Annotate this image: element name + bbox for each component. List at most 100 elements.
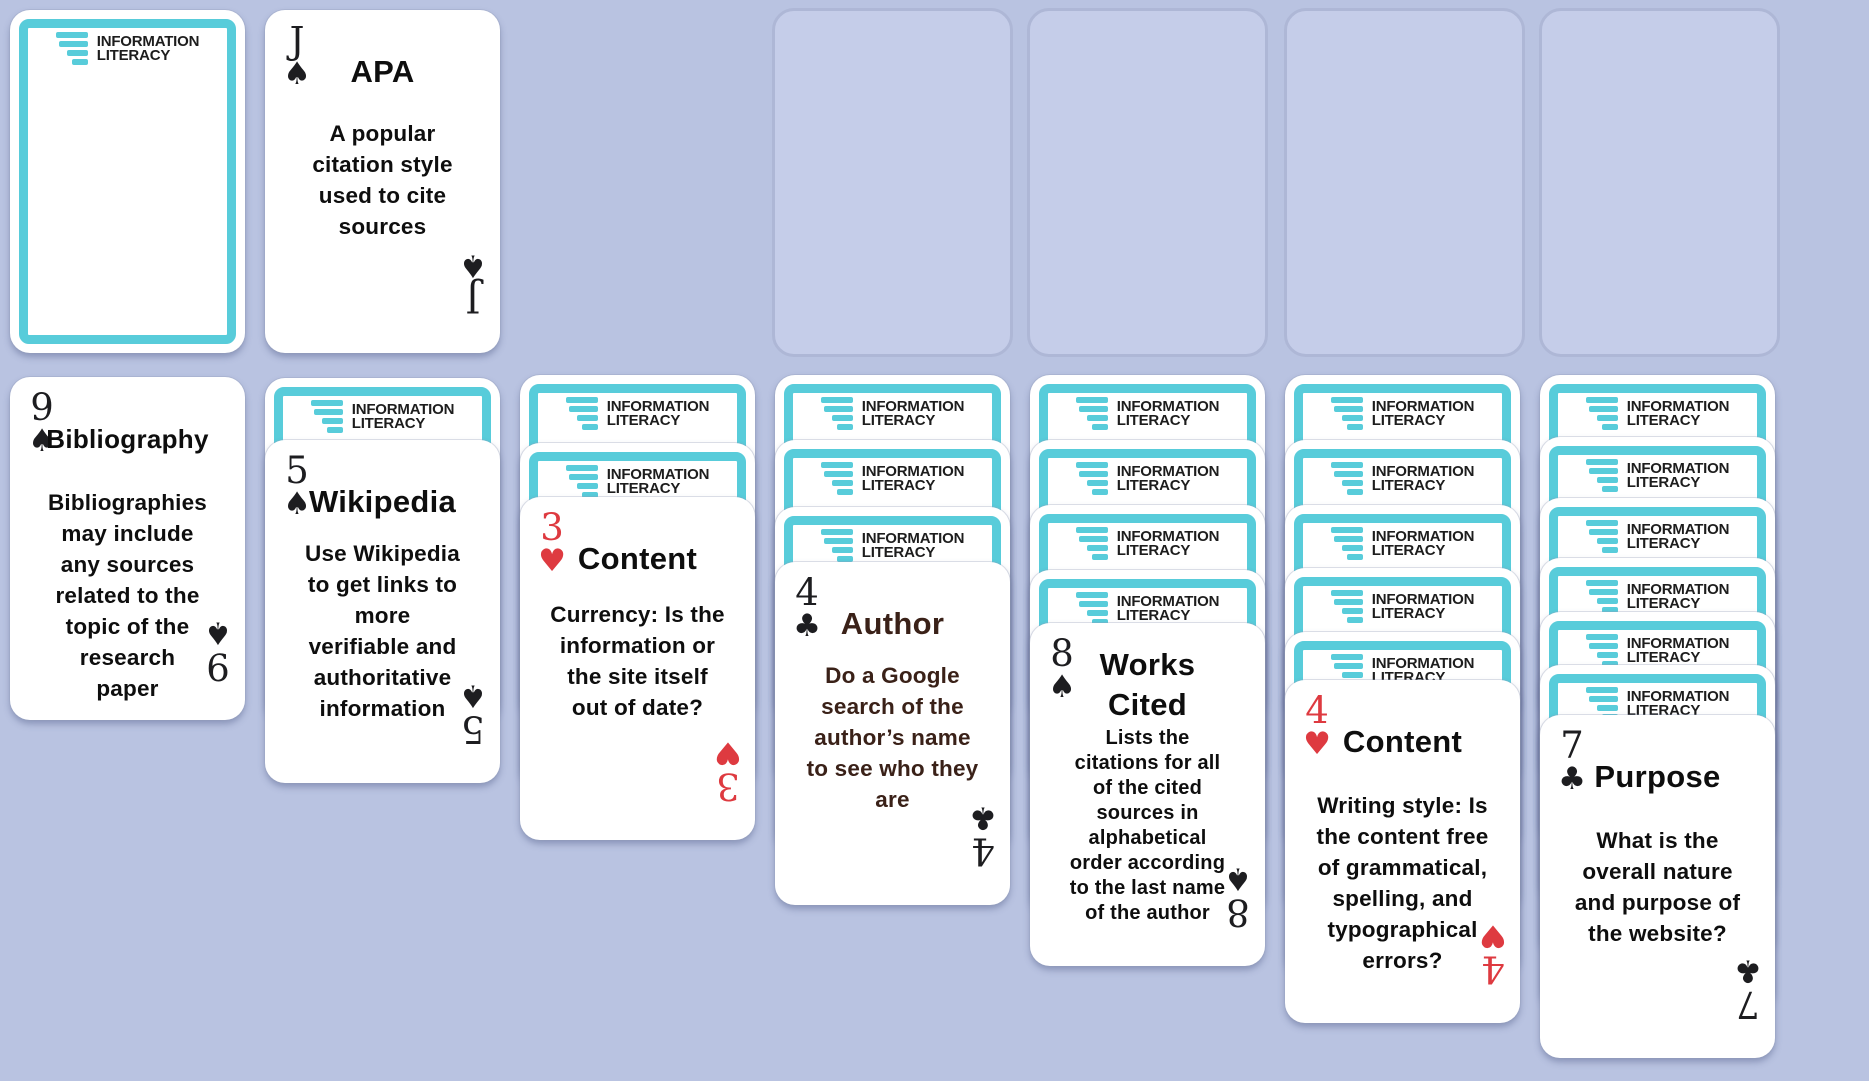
- card-description-line: author’s name: [814, 725, 971, 750]
- logo-bars-icon: [1585, 634, 1618, 667]
- card-description-line: information: [319, 696, 446, 721]
- spade-icon: ♠: [1224, 860, 1252, 896]
- card-title: Author: [781, 604, 1004, 644]
- foundation-slot-4[interactable]: [1539, 8, 1780, 357]
- logo-bar: [1075, 527, 1108, 533]
- heart-icon: ♥: [1303, 726, 1331, 762]
- card-description-line: overall nature: [1582, 859, 1733, 884]
- logo-bar: [1078, 471, 1108, 477]
- card-rank: 3: [540, 506, 564, 549]
- card-description-line: and purpose of: [1574, 890, 1741, 915]
- card-title-line: Purpose: [1594, 759, 1721, 794]
- card-rank: 4: [1305, 689, 1329, 732]
- logo-line1: INFORMATION: [1116, 592, 1220, 610]
- logo-bar: [820, 529, 853, 535]
- logo-bar: [576, 483, 598, 489]
- card-rank: 8: [1226, 890, 1250, 933]
- logo-bar: [1075, 462, 1108, 468]
- card-description-line: What is the: [1596, 828, 1719, 853]
- foundation-slot-2[interactable]: [1027, 8, 1268, 357]
- card-rank-corner-rotated: 7♣: [1731, 952, 1765, 1025]
- club-icon: ♣: [969, 799, 997, 835]
- logo-line2: LITERACY: [1626, 648, 1701, 666]
- logo-bar: [1596, 652, 1618, 658]
- logo-bar: [1588, 406, 1618, 412]
- logo-bar: [1075, 592, 1108, 598]
- logo-line1: INFORMATION: [1626, 634, 1730, 652]
- foundation-slot-3[interactable]: [1284, 8, 1525, 357]
- card-description-line: Writing style: Is: [1317, 793, 1488, 818]
- logo-bars-icon: [1585, 459, 1618, 492]
- logo-bar: [568, 406, 598, 412]
- card-rank-corner-rotated: 9♠: [201, 614, 235, 687]
- logo-bar: [831, 480, 853, 486]
- spade-icon: ♠: [28, 423, 56, 459]
- card-rank-corner: 7♣: [1555, 727, 1589, 795]
- logo-bar: [1346, 554, 1363, 560]
- spade-icon: ♠: [1048, 669, 1076, 705]
- logo-bar: [820, 462, 853, 468]
- card-title-line: APA: [350, 54, 415, 89]
- heart-icon: ♥: [538, 543, 566, 579]
- logo-bar: [836, 556, 853, 562]
- card-description-line: of the author: [1085, 902, 1210, 924]
- logo-bar: [1078, 406, 1108, 412]
- logo-line2: LITERACY: [861, 543, 936, 561]
- logo-bars-icon: [1330, 462, 1363, 495]
- logo-bars-icon: [1330, 590, 1363, 623]
- card-description-line: spelling, and: [1332, 886, 1473, 911]
- card-description-line: any sources: [60, 552, 195, 577]
- card-rank-corner-rotated: J♠: [456, 247, 490, 320]
- card-rank: 4: [795, 571, 819, 614]
- card-description-line: errors?: [1362, 948, 1443, 973]
- card-description-line: to see who they: [806, 756, 979, 781]
- card-rank-corner: 5♠: [280, 452, 314, 520]
- card-rank: 5: [461, 707, 485, 750]
- logo-bar: [1091, 619, 1108, 625]
- card-title-line: Bibliography: [46, 424, 209, 454]
- logo-bar: [836, 489, 853, 495]
- logo-line1: INFORMATION: [96, 32, 200, 50]
- logo-bars-icon: [1585, 397, 1618, 430]
- card-description-line: citations for all: [1074, 752, 1221, 774]
- card-description-line: Lists the: [1105, 727, 1190, 749]
- card-description-line: information or: [559, 633, 716, 658]
- card-title: Content: [1291, 722, 1514, 762]
- card-description-line: more: [354, 603, 411, 628]
- logo-bar: [1601, 547, 1618, 553]
- card-rank-corner-rotated: 8♠: [1221, 860, 1255, 933]
- logo-bar: [71, 59, 88, 65]
- logo-bar: [1585, 397, 1618, 403]
- foundation-slot-1[interactable]: [772, 8, 1013, 357]
- logo-bar: [66, 50, 88, 56]
- card-description-line: citation style: [312, 152, 453, 177]
- logo-bar: [1346, 424, 1363, 430]
- logo-line2: LITERACY: [1371, 411, 1446, 429]
- card-rank-corner-rotated: 4♣: [966, 799, 1000, 872]
- card-description-line: typographical: [1327, 917, 1478, 942]
